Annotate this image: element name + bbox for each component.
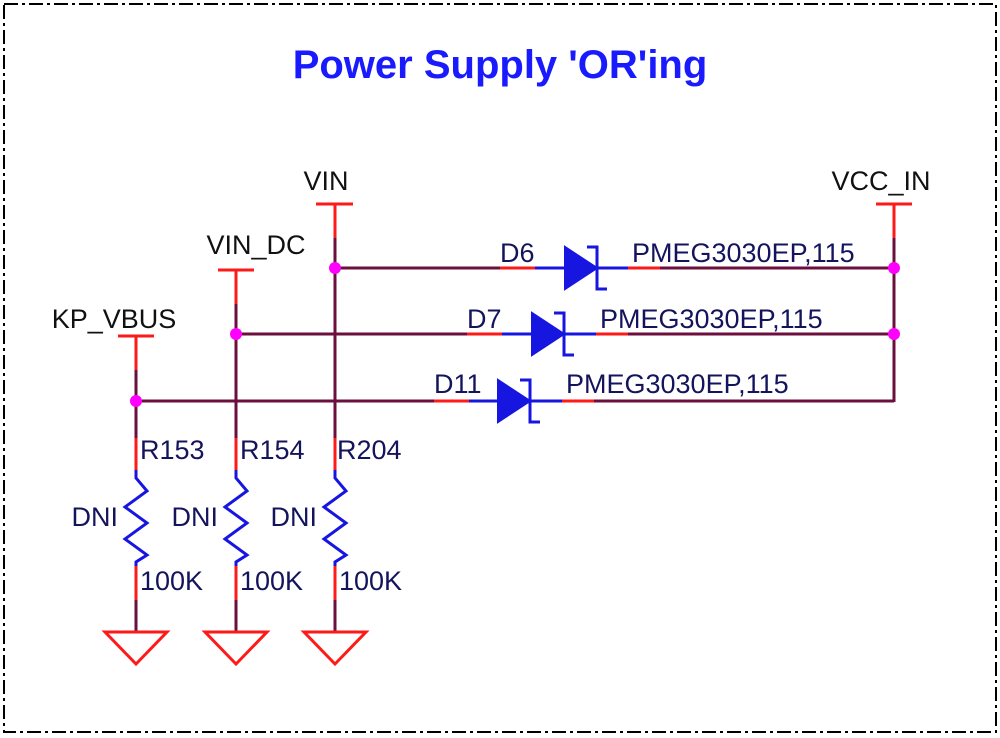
resistor-ref-r154: R154 xyxy=(240,435,305,465)
diode-d7: D7 PMEG3030EP,115 xyxy=(467,304,823,357)
diode-value-d7: PMEG3030EP,115 xyxy=(600,304,823,334)
diode-ref-d11: D11 xyxy=(434,369,482,399)
diode-value-d6: PMEG3030EP,115 xyxy=(632,238,855,268)
resistor-value-r204: 100K xyxy=(339,566,402,596)
junction-dot xyxy=(888,262,900,274)
net-label-kp-vbus: KP_VBUS xyxy=(52,304,177,334)
diode-d11: D11 PMEG3030EP,115 xyxy=(434,369,789,424)
resistor-r153: R153 DNI 100K xyxy=(72,435,205,667)
diode-ref-d7: D7 xyxy=(467,304,502,334)
resistor-ref-r153: R153 xyxy=(140,435,205,465)
diode-d6: D6 PMEG3030EP,115 xyxy=(500,238,855,291)
net-label-vin-dc: VIN_DC xyxy=(206,230,305,260)
net-vin-dc: VIN_DC xyxy=(206,230,306,304)
net-label-vin: VIN xyxy=(303,166,348,196)
junctions xyxy=(130,262,900,407)
junction-dot xyxy=(130,395,142,407)
junction-dot xyxy=(329,262,341,274)
resistor-ref-r204: R204 xyxy=(337,435,402,465)
junction-dot xyxy=(230,328,242,340)
resistor-r204: R204 DNI 100K xyxy=(271,435,402,667)
diode-value-d11: PMEG3030EP,115 xyxy=(566,369,789,399)
junction-dot xyxy=(888,328,900,340)
resistor-value-r154: 100K xyxy=(240,566,303,596)
sheet-border xyxy=(3,3,997,733)
resistor-note-r153: DNI xyxy=(72,502,119,532)
net-kp-vbus: KP_VBUS xyxy=(52,304,177,370)
net-label-vcc-in: VCC_IN xyxy=(831,166,930,196)
resistor-value-r153: 100K xyxy=(140,566,203,596)
diode-ref-d6: D6 xyxy=(500,238,535,268)
resistor-note-r204: DNI xyxy=(271,502,318,532)
schematic-title: Power Supply 'OR'ing xyxy=(293,43,708,87)
resistor-note-r154: DNI xyxy=(172,502,219,532)
net-vin: VIN xyxy=(303,166,353,238)
net-vcc-in: VCC_IN xyxy=(831,166,931,238)
resistor-r154: R154 DNI 100K xyxy=(172,435,305,667)
